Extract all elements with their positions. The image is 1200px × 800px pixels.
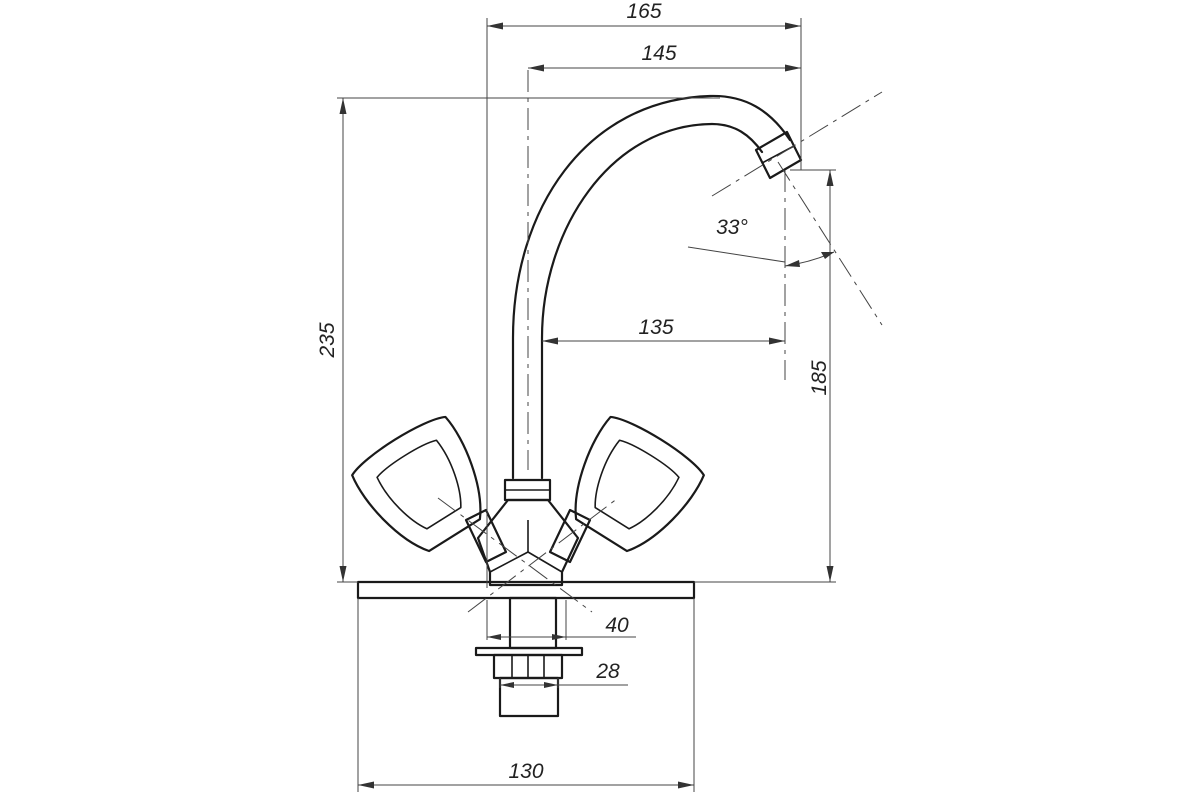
dim-label-overall-height: 235 bbox=[316, 322, 339, 358]
left-handle-inner bbox=[376, 439, 462, 530]
dimension-labels: 165 145 235 135 185 33° 40 28 130 bbox=[316, 0, 831, 783]
spout-collar bbox=[503, 478, 552, 502]
ext-angle-33 bbox=[687, 246, 786, 263]
aerator-axis bbox=[711, 91, 883, 197]
dim-label-spout-projection: 135 bbox=[638, 316, 673, 339]
left-handle bbox=[351, 415, 482, 553]
arrow-165-left bbox=[487, 22, 503, 30]
right-handle bbox=[574, 415, 705, 553]
lock-nut bbox=[492, 653, 564, 680]
arrow-130-right bbox=[678, 781, 694, 789]
right-valve-axis bbox=[467, 497, 619, 613]
arrow-33-right bbox=[821, 252, 834, 259]
arrow-135-left bbox=[542, 337, 558, 345]
dim-label-body-diameter: 40 bbox=[605, 614, 629, 637]
arrow-40-right bbox=[552, 634, 566, 640]
right-handle-inner bbox=[594, 439, 680, 530]
arrow-165-right bbox=[785, 22, 801, 30]
spout-outer bbox=[511, 94, 792, 480]
dim-label-overall-width: 165 bbox=[626, 0, 661, 23]
left-valve-stem bbox=[464, 508, 508, 564]
mounting-shank bbox=[508, 596, 558, 650]
arrow-185-bottom bbox=[826, 566, 834, 582]
extension-lines bbox=[337, 18, 836, 792]
arrow-185-top bbox=[826, 170, 834, 186]
dim-label-spout-angle: 33° bbox=[716, 216, 748, 239]
arrow-40-left bbox=[487, 634, 501, 640]
valve-body bbox=[476, 498, 580, 587]
right-handle-outer bbox=[574, 415, 705, 553]
arrow-28-right bbox=[544, 682, 558, 688]
spout-inner bbox=[540, 122, 764, 480]
arrow-145-left bbox=[528, 64, 544, 72]
dim-label-thread-diameter: 28 bbox=[595, 660, 620, 683]
dim-label-spout-reach: 145 bbox=[641, 42, 676, 65]
arrow-135-right bbox=[769, 337, 785, 345]
arrow-235-bottom bbox=[339, 566, 347, 582]
threaded-tail bbox=[498, 676, 560, 718]
arrow-28-left bbox=[500, 682, 514, 688]
arrow-33-left bbox=[785, 260, 800, 267]
dim-label-base-width: 130 bbox=[508, 760, 543, 783]
faucet-outline bbox=[351, 94, 803, 718]
arrow-130-left bbox=[358, 781, 374, 789]
right-valve-stem bbox=[548, 508, 592, 564]
arrow-145-right bbox=[785, 64, 801, 72]
dimension-lines bbox=[339, 22, 835, 789]
dim-label-outlet-height: 185 bbox=[808, 360, 831, 395]
left-handle-outer bbox=[351, 415, 482, 553]
left-valve-axis bbox=[437, 497, 593, 613]
arrow-235-top bbox=[339, 98, 347, 114]
